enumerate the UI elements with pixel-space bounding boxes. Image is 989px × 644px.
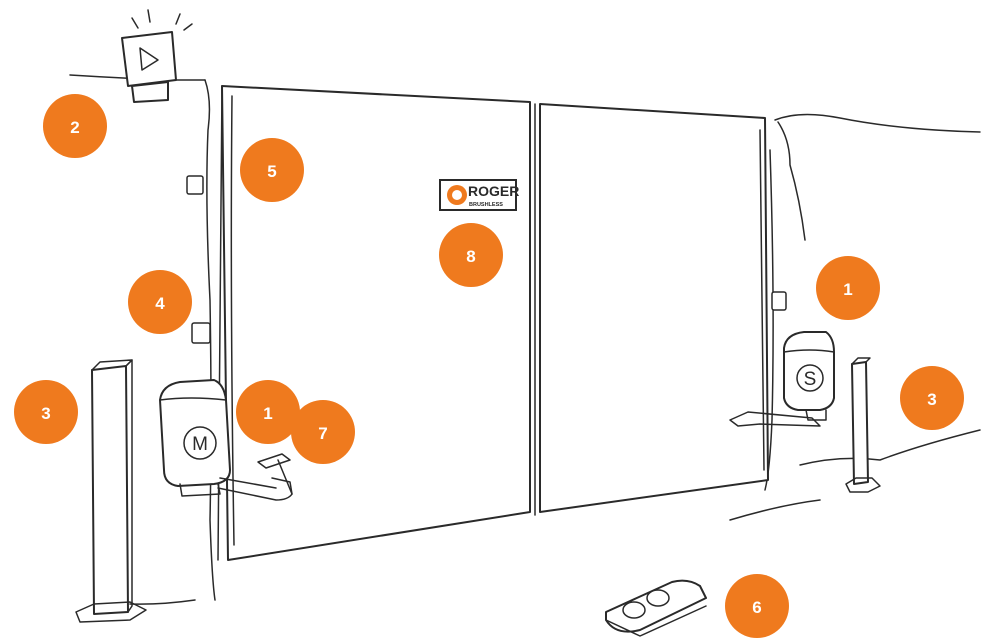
- slave-motor-label: S: [804, 369, 817, 390]
- svg-text:1: 1: [263, 404, 272, 423]
- marker-3-right: 3: [900, 366, 964, 430]
- marker-6: 6: [725, 574, 789, 638]
- svg-text:6: 6: [752, 598, 761, 617]
- marker-5: 5: [240, 138, 304, 202]
- marker-7: 7: [291, 400, 355, 464]
- svg-text:3: 3: [41, 404, 50, 423]
- right-photocell-column: [846, 358, 880, 492]
- marker-3-left: 3: [14, 380, 78, 444]
- svg-text:1: 1: [843, 280, 852, 299]
- svg-text:4: 4: [155, 294, 165, 313]
- svg-text:3: 3: [927, 390, 936, 409]
- svg-text:5: 5: [267, 162, 276, 181]
- svg-text:7: 7: [318, 424, 327, 443]
- marker-1-left: 1: [236, 380, 300, 444]
- brand-logo-text: ROGER: [468, 183, 519, 199]
- brand-logo-subtext: BRUSHLESS: [469, 202, 503, 208]
- marker-8: 8: [439, 223, 503, 287]
- marker-2: 2: [43, 94, 107, 158]
- svg-text:2: 2: [70, 118, 79, 137]
- left-photocell-column: [76, 360, 146, 622]
- svg-text:8: 8: [466, 247, 475, 266]
- right-gate-leaf: [535, 104, 768, 515]
- flashing-light: [122, 10, 192, 102]
- brand-plate: ROGER BRUSHLESS: [440, 180, 519, 210]
- marker-1-right: 1: [816, 256, 880, 320]
- master-motor-label: M: [192, 434, 208, 455]
- remote-transmitter: [606, 581, 706, 636]
- marker-4: 4: [128, 270, 192, 334]
